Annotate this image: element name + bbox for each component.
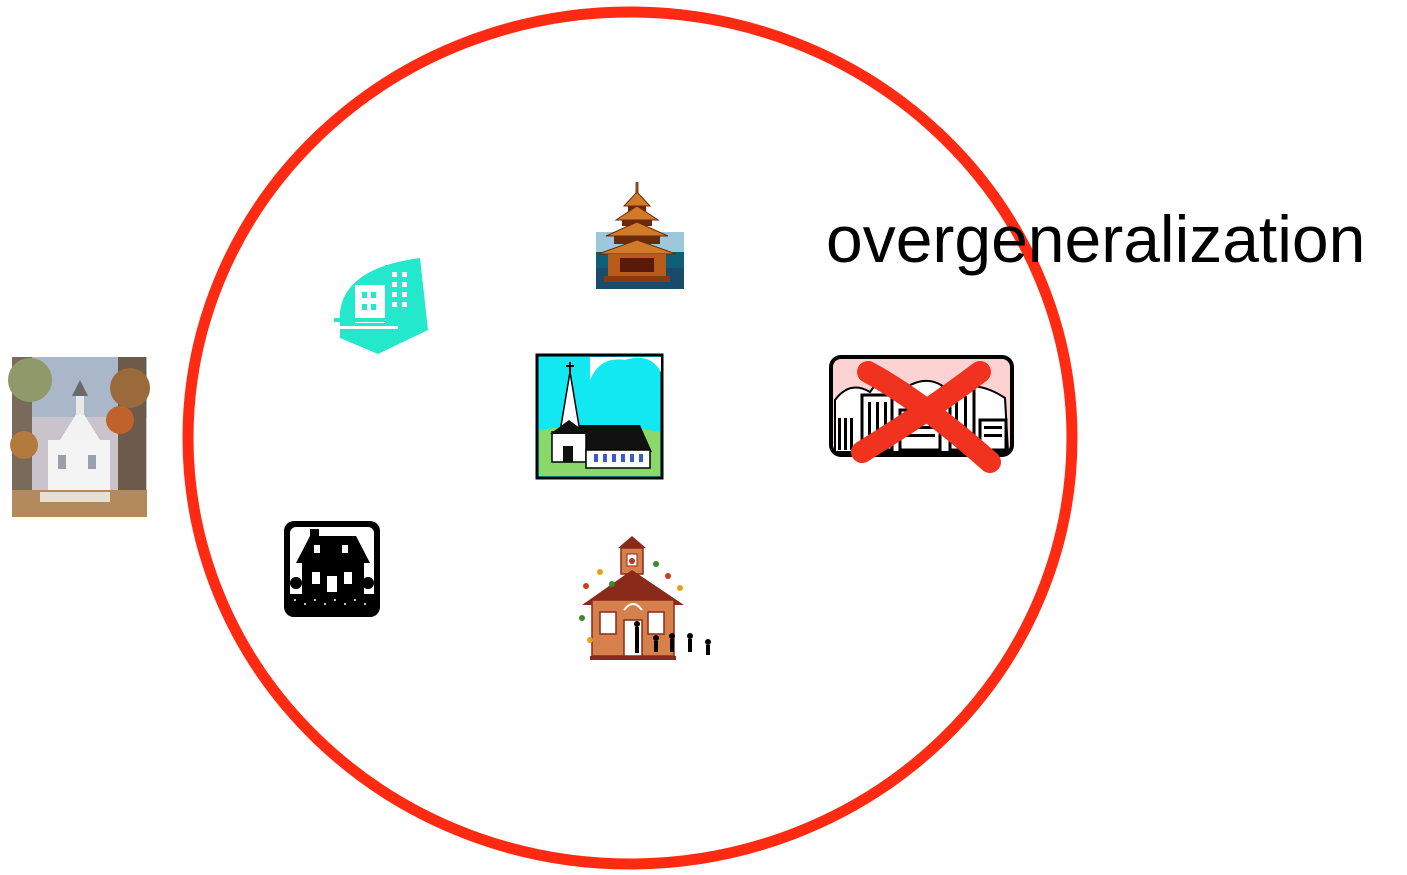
house-icon — [284, 521, 380, 617]
overgeneralization-label: overgeneralization — [826, 202, 1366, 276]
category-circle — [182, 6, 1078, 870]
church-icon — [535, 353, 664, 480]
cross-out-mark — [851, 361, 1001, 473]
modern-building-icon — [334, 258, 428, 354]
schoolhouse-icon — [579, 536, 711, 660]
pagoda-icon — [596, 182, 684, 289]
watercolor-church-icon — [8, 357, 150, 517]
